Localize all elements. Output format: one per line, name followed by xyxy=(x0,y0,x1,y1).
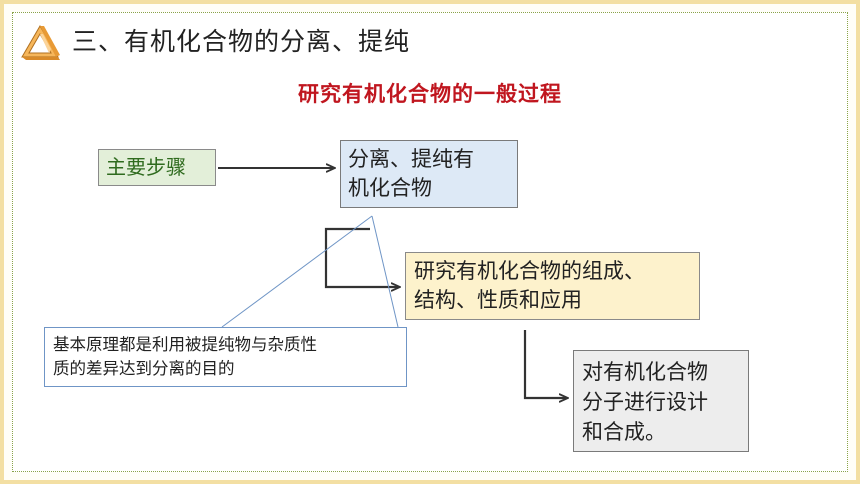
step-study-line1: 研究有机化合物的组成、 xyxy=(414,259,645,283)
arrow-separate-to-study xyxy=(324,227,399,287)
arrow-study-to-design xyxy=(523,330,567,398)
callout-pointer-left xyxy=(221,215,373,328)
penrose-triangle-icon xyxy=(21,25,60,60)
principle-callout: 基本原理都是利用被提纯物与杂质性 质的差异达到分离的目的 xyxy=(44,327,407,387)
callout-line2: 质的差异达到分离的目的 xyxy=(53,359,235,378)
page-title: 三、有机化合物的分离、提纯 xyxy=(72,27,411,56)
step-study-line2: 结构、性质和应用 xyxy=(414,288,582,312)
main-steps-text: 主要步骤 xyxy=(106,155,186,179)
callout-line1: 基本原理都是利用被提纯物与杂质性 xyxy=(53,335,317,354)
step-separate-box: 分离、提纯有 机化合物 xyxy=(340,140,518,208)
step-separate-line1: 分离、提纯有 xyxy=(348,147,474,171)
main-steps-label: 主要步骤 xyxy=(98,149,216,186)
step-design-line2: 分子进行设计 xyxy=(582,390,708,414)
step-study-box: 研究有机化合物的组成、 结构、性质和应用 xyxy=(405,252,700,320)
step-separate-line2: 机化合物 xyxy=(348,176,432,200)
callout-pointer-right xyxy=(371,215,399,328)
step-design-line3: 和合成。 xyxy=(582,420,666,444)
step-design-box: 对有机化合物 分子进行设计 和合成。 xyxy=(573,350,749,452)
diagram-subtitle: 研究有机化合物的一般过程 xyxy=(298,82,562,106)
step-design-line1: 对有机化合物 xyxy=(582,360,708,384)
